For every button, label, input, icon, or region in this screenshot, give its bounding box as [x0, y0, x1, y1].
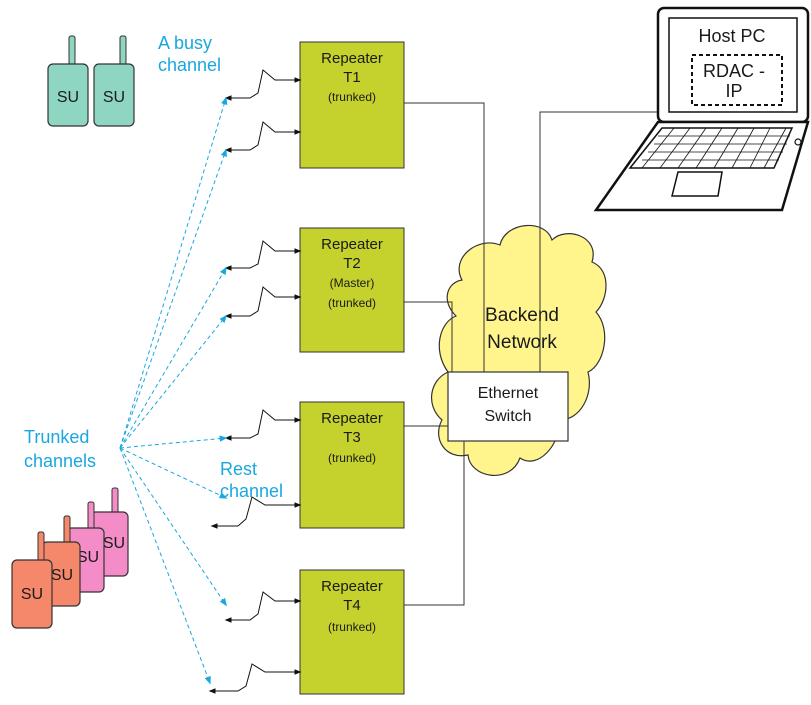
- repeater-t2-line1: Repeater: [321, 236, 383, 253]
- repeater-t2-line3: (Master): [330, 276, 375, 290]
- radio-link-icon: [224, 286, 302, 319]
- touchpad-icon: [671, 171, 723, 197]
- radio-link-icon: [224, 69, 302, 101]
- radio-link-icon: [224, 591, 302, 623]
- radio-link-icon: [224, 240, 302, 271]
- wire-t1: [404, 102, 485, 372]
- busy-channel-label-1: A busy: [158, 33, 212, 53]
- host-pc-label: Host PC: [698, 26, 765, 46]
- switch-label-1: Ethernet: [478, 385, 539, 402]
- repeater-t3-line1: Repeater: [321, 410, 383, 427]
- repeater-t1: Repeater T1 (trunked): [299, 41, 405, 169]
- trunked-channels-label-1: Trunked: [24, 427, 89, 447]
- repeater-t4: Repeater T4 (trunked): [299, 569, 405, 695]
- antenna-icon: [68, 35, 76, 67]
- backend-network-label-2: Network: [487, 332, 557, 353]
- rdac-label-1: RDAC -: [703, 61, 765, 81]
- rdac-ip-box: [691, 54, 783, 106]
- su-busy-1: SU: [47, 35, 89, 127]
- keyboard-icon: [628, 127, 794, 169]
- repeater-t3: Repeater T3 (trunked): [299, 401, 405, 529]
- channel-line: [119, 435, 228, 449]
- channel-line: [119, 447, 211, 685]
- network-wires: [404, 102, 660, 606]
- radio-link-icon: [224, 409, 302, 441]
- su-label: SU: [77, 549, 99, 566]
- ethernet-switch: Ethernet Switch: [447, 371, 569, 442]
- antenna-icon: [119, 35, 127, 67]
- repeater-t4-line2: T4: [343, 597, 361, 614]
- rdac-label-2: IP: [725, 81, 742, 101]
- power-button-icon: [794, 138, 802, 146]
- repeater-t1-line2: T1: [343, 69, 361, 86]
- repeater-t2: Repeater T2 (Master) (trunked): [299, 227, 405, 353]
- channel-line: [119, 148, 227, 449]
- backend-network-label-1: Backend: [485, 305, 559, 326]
- busy-channel-label-2: channel: [158, 55, 221, 75]
- wire-host: [539, 111, 660, 372]
- channel-line: [119, 96, 228, 449]
- trunked-channels-label-2: channels: [24, 451, 96, 471]
- switch-label-2: Switch: [484, 408, 531, 425]
- su-label: SU: [103, 89, 125, 106]
- trunked-channel-lines: [119, 96, 228, 685]
- repeater-t3-line2: T3: [343, 429, 361, 446]
- repeater-t1-line3: (trunked): [328, 90, 376, 104]
- radio-links: [208, 69, 302, 694]
- channel-line: [119, 266, 227, 449]
- su-label: SU: [57, 89, 79, 106]
- rest-channel-label-2: channel: [220, 481, 283, 501]
- wire-t4: [404, 441, 465, 606]
- repeater-t1-line1: Repeater: [321, 50, 383, 67]
- repeater-t2-line4: (trunked): [328, 296, 376, 310]
- su-label: SU: [21, 586, 43, 603]
- su-stack-1: SU: [11, 531, 53, 629]
- su-label: SU: [103, 535, 125, 552]
- repeater-t4-line1: Repeater: [321, 578, 383, 595]
- repeater-t4-line3: (trunked): [328, 620, 376, 634]
- antenna-icon: [37, 531, 45, 563]
- su-label: SU: [51, 567, 73, 584]
- repeater-t3-line3: (trunked): [328, 451, 376, 465]
- radio-link-icon: [210, 496, 302, 529]
- channel-line: [119, 447, 227, 607]
- su-busy-2: SU: [93, 35, 135, 127]
- rest-channel-label-1: Rest: [220, 459, 257, 479]
- host-pc-laptop: Host PC RDAC - IP: [593, 6, 810, 212]
- channel-line: [119, 447, 228, 499]
- radio-link-icon: [208, 663, 302, 694]
- repeater-t2-line2: T2: [343, 255, 361, 272]
- channel-line: [119, 314, 228, 449]
- wire-t2: [404, 301, 453, 372]
- radio-link-icon: [224, 121, 302, 153]
